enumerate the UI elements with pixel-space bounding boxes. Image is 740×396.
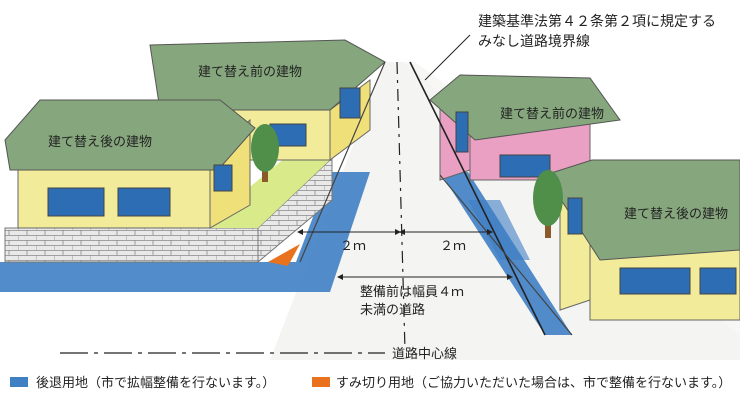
road-note-line2: 未満の道路 xyxy=(360,302,425,318)
road-edge-left xyxy=(299,61,386,263)
dim-label-left: ２ｍ xyxy=(340,239,366,254)
left-front-building xyxy=(4,99,256,229)
left-tree-icon xyxy=(251,124,279,182)
dim-label-right: ２ｍ xyxy=(440,239,466,254)
road-centerline xyxy=(396,61,406,351)
label-right-front: 建て替え後の建物 xyxy=(624,207,728,222)
label-right-back: 建て替え前の建物 xyxy=(500,106,604,122)
annotation-line1: 建築基準法第４２条第２項に規定する xyxy=(478,13,716,30)
left-wall-front xyxy=(4,227,259,263)
label-left-back: 建て替え前の建物 xyxy=(198,64,302,80)
annotation-line2: みなし道路境界線 xyxy=(478,34,590,50)
boundary-line-right xyxy=(409,61,546,336)
annotation-leader xyxy=(424,34,471,81)
label-left-front: 建て替え後の建物 xyxy=(48,135,152,150)
legend-swatch-setback xyxy=(10,377,28,387)
road-edge-right xyxy=(439,174,573,336)
right-front-building xyxy=(544,159,740,321)
corner-cut xyxy=(268,244,300,266)
road-note-line1: 整備前は幅員４ｍ xyxy=(360,284,464,300)
legend-text-setback: 後退用地（市で拡幅整備を行ないます。） xyxy=(36,375,275,391)
right-tree-icon xyxy=(533,170,563,238)
right-back-building xyxy=(429,74,621,181)
right-setback-strip-2 xyxy=(468,200,530,260)
left-wall-side xyxy=(257,156,333,264)
legend: 後退用地（市で拡幅整備を行ないます。） すみ切り用地（ご協力いただいた場合は、市… xyxy=(10,375,731,391)
legend-text-corner: すみ切り用地（ご協力いただいた場合は、市で整備を行ないます。） xyxy=(336,375,731,391)
centerline-label: 道路中心線 xyxy=(392,346,457,362)
legend-swatch-corner xyxy=(312,377,330,387)
